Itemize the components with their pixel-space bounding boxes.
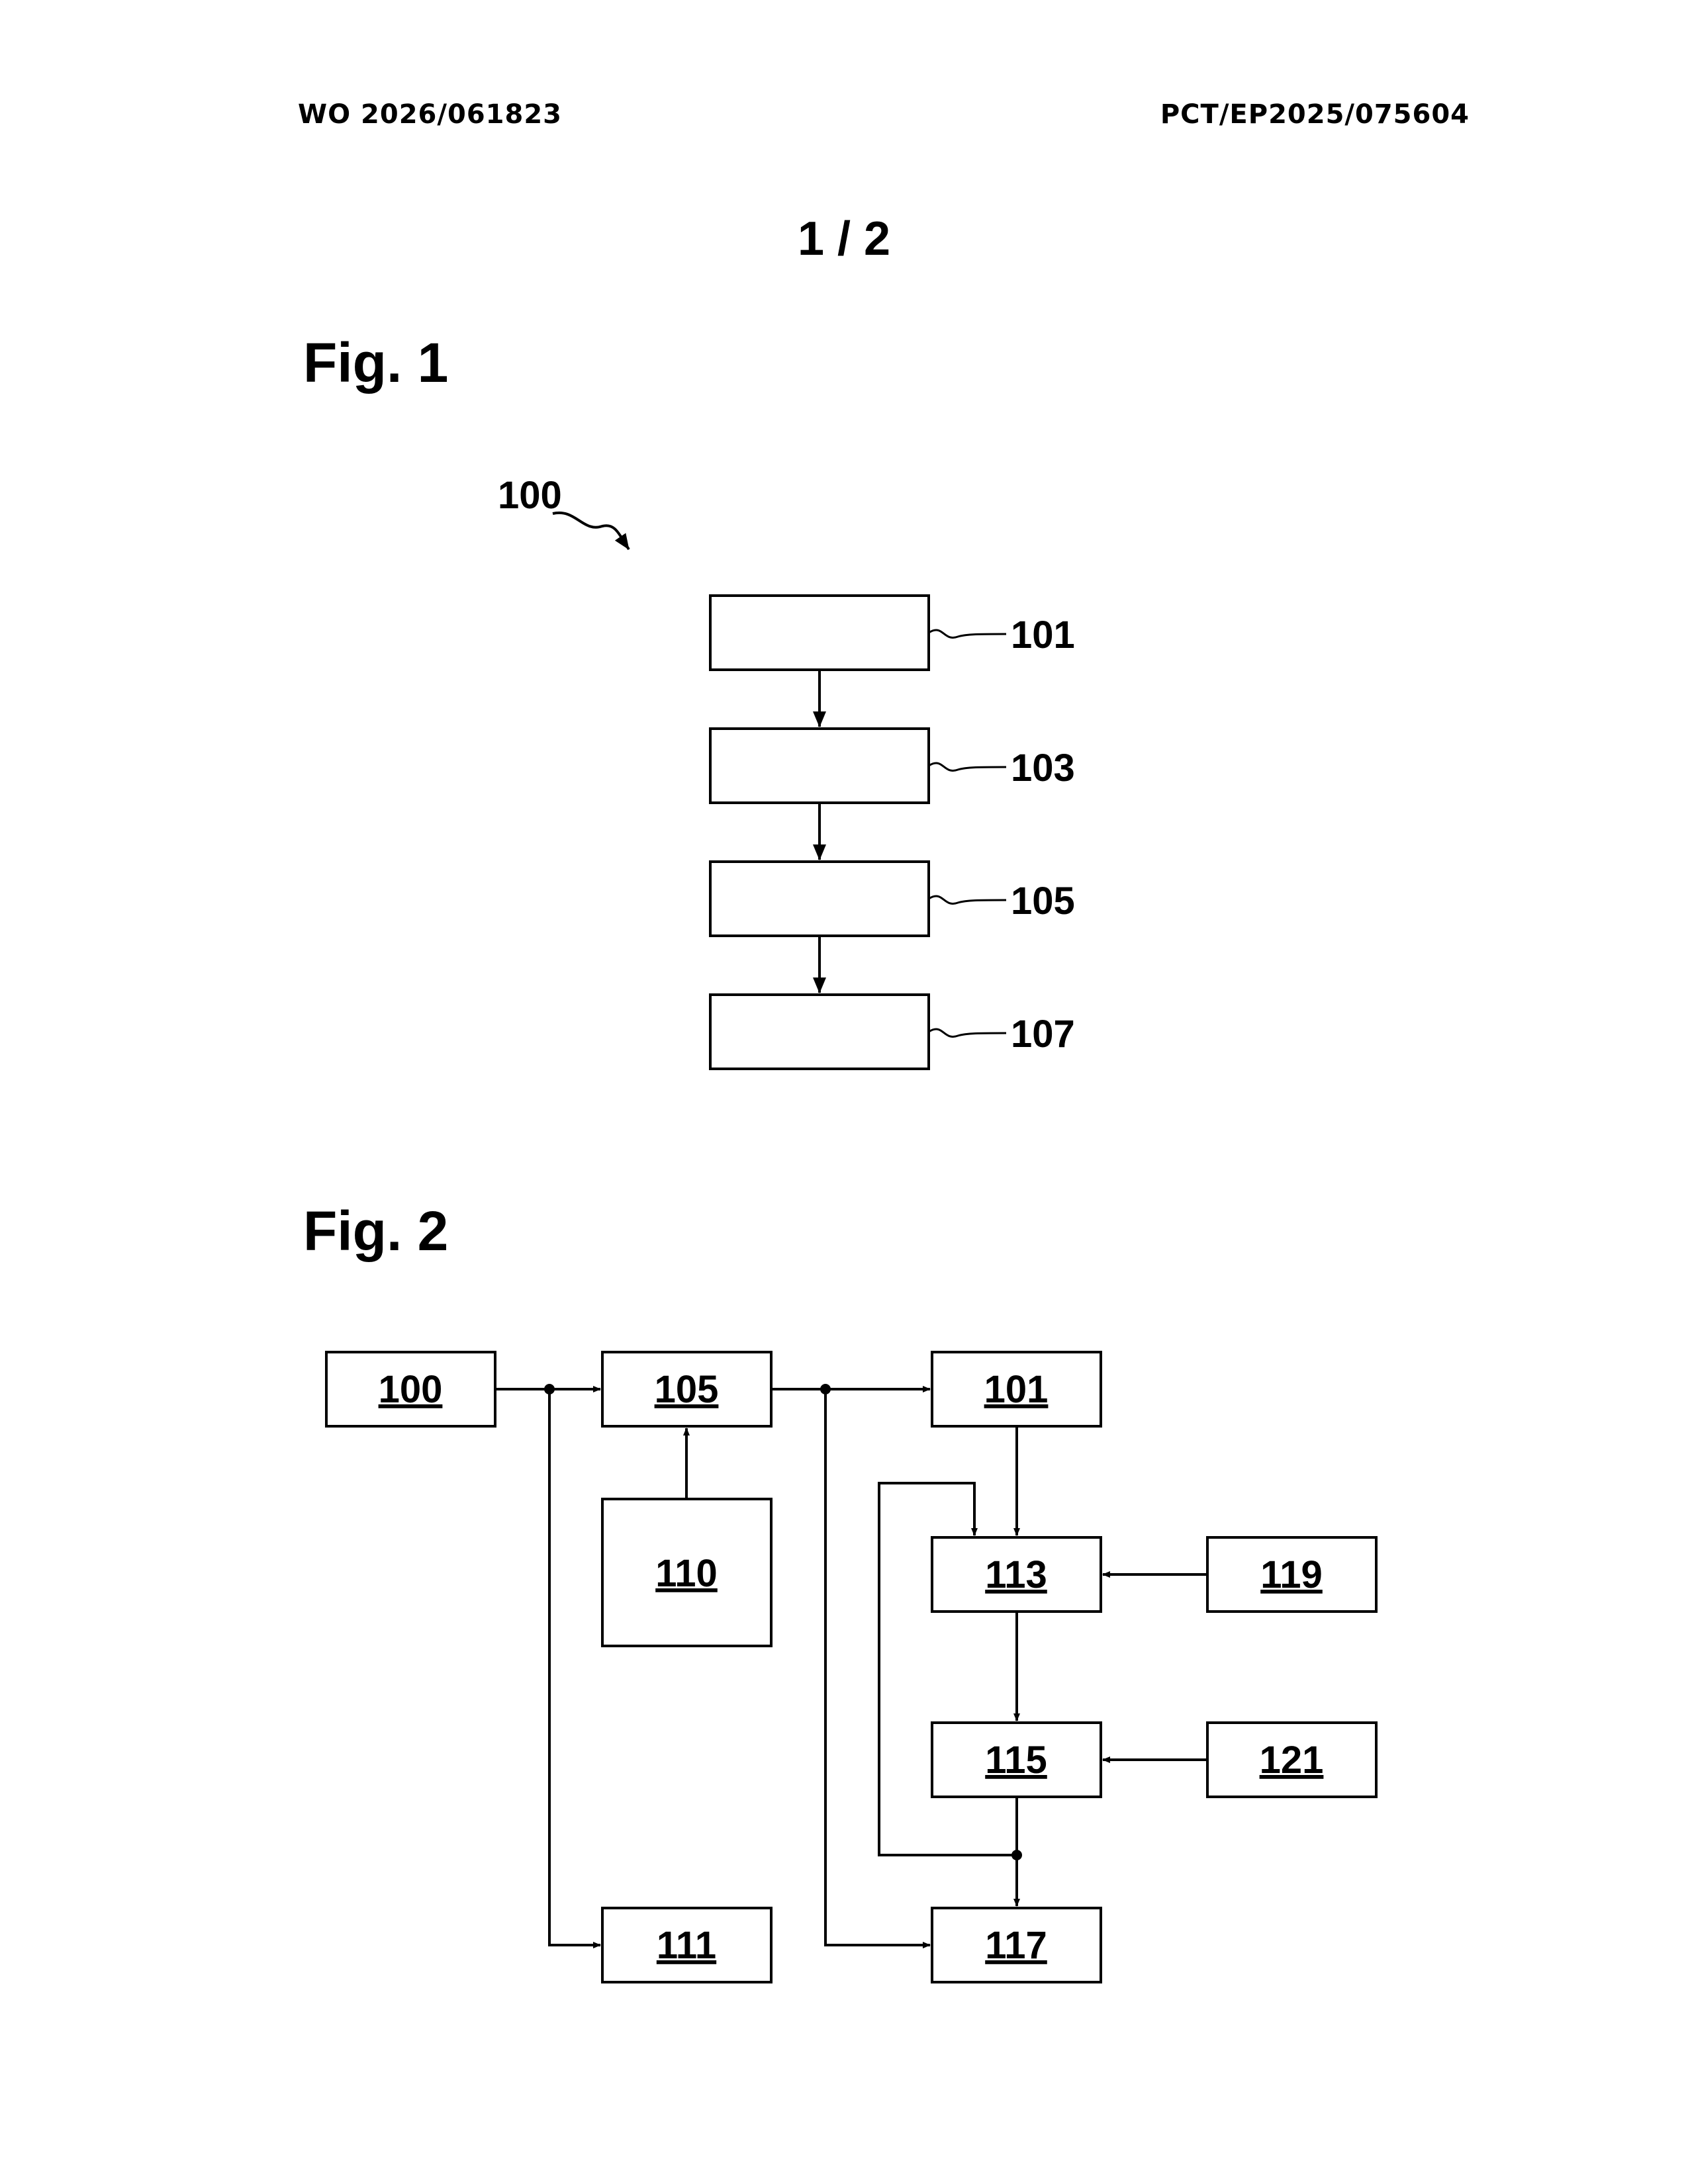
block-label-101: 101 bbox=[984, 1368, 1049, 1411]
lead-line-107 bbox=[929, 1029, 1006, 1036]
fig2-diagram: 100 105 101 110 113 119 115 121 111 117 bbox=[326, 1352, 1376, 1982]
block-label-121: 121 bbox=[1260, 1739, 1324, 1782]
step-ref-107: 107 bbox=[1011, 1013, 1075, 1056]
block-label-113: 113 bbox=[985, 1553, 1047, 1596]
method-ref-label: 100 bbox=[498, 474, 562, 517]
lead-line-103 bbox=[929, 763, 1006, 770]
step-ref-101: 101 bbox=[1011, 614, 1075, 657]
block-label-119: 119 bbox=[1260, 1553, 1323, 1596]
step-ref-103: 103 bbox=[1011, 747, 1075, 790]
step-ref-105: 105 bbox=[1011, 880, 1075, 923]
block-label-100: 100 bbox=[379, 1368, 443, 1411]
step-box-101 bbox=[710, 596, 929, 670]
block-label-117: 117 bbox=[985, 1924, 1047, 1967]
step-box-105 bbox=[710, 862, 929, 936]
block-label-115: 115 bbox=[985, 1739, 1047, 1782]
fig1-diagram: 100 101 103 105 107 bbox=[498, 474, 1075, 1069]
lead-line-101 bbox=[929, 630, 1006, 637]
block-label-111: 111 bbox=[657, 1924, 716, 1967]
block-label-110: 110 bbox=[655, 1552, 718, 1595]
conn-100-111 bbox=[549, 1389, 600, 1945]
lead-line-105 bbox=[929, 896, 1006, 903]
step-box-103 bbox=[710, 729, 929, 803]
method-ref-arrow bbox=[553, 513, 629, 549]
block-label-105: 105 bbox=[655, 1368, 719, 1411]
step-box-107 bbox=[710, 995, 929, 1069]
